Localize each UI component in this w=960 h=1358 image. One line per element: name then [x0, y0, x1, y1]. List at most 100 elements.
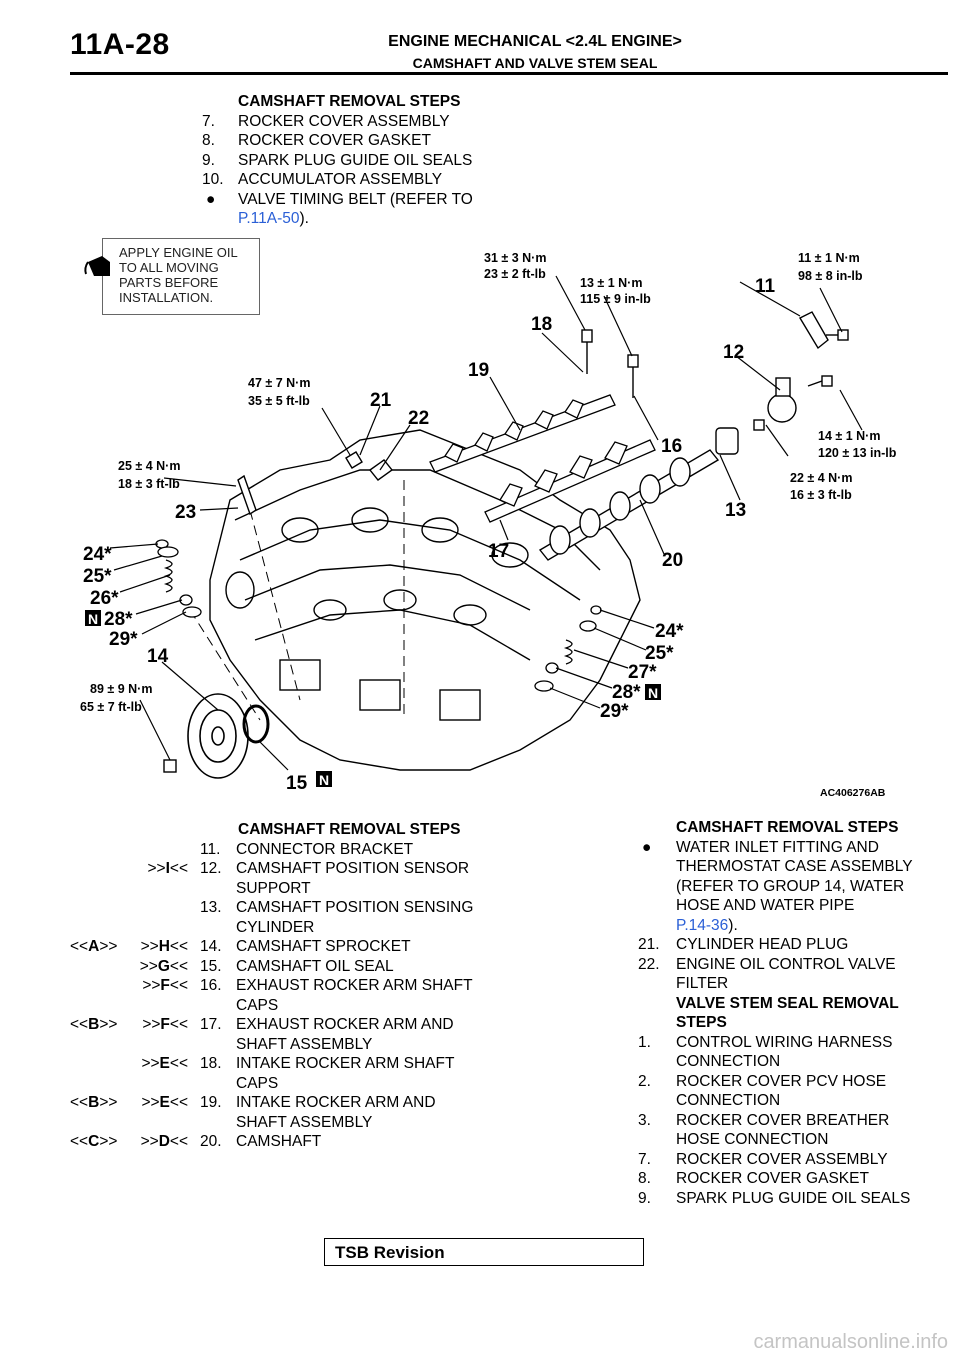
- top-steps: CAMSHAFT REMOVAL STEPS 7.ROCKER COVER AS…: [202, 92, 502, 229]
- torque-value: 13 ± 1 N·m: [580, 276, 642, 290]
- step-text: INTAKE ROCKER ARM AND: [236, 1094, 436, 1111]
- header-rule: [70, 72, 948, 75]
- ref-removal: <<B>>: [70, 1094, 118, 1111]
- list-item: >>I<<12.CAMSHAFT POSITION SENSOR: [70, 859, 500, 879]
- part-label: 11: [755, 276, 776, 297]
- step-text: ROCKER COVER ASSEMBLY: [676, 1150, 888, 1168]
- part-label: 25*: [645, 643, 674, 664]
- ref-removal: [70, 898, 128, 918]
- torque-value: 18 ± 3 ft-lb: [118, 477, 180, 491]
- ref-install: >>E<<: [141, 1055, 188, 1072]
- list-item-cont: THERMOSTAT CASE ASSEMBLY: [676, 858, 913, 875]
- list-item: >>G<<15.CAMSHAFT OIL SEAL: [70, 957, 500, 977]
- list-item: ●VALVE TIMING BELT (REFER TO: [202, 190, 502, 210]
- list-item-cont: SUPPORT: [236, 879, 311, 897]
- ref-install: >>G<<: [139, 957, 188, 975]
- step-text: CAMSHAFT OIL SEAL: [236, 957, 394, 975]
- part-label: 21: [370, 390, 392, 411]
- step-text: CAMSHAFT POSITION SENSOR: [236, 860, 470, 877]
- step-text: ENGINE OIL CONTROL VALVE: [676, 955, 896, 973]
- ref-install: >>D<<: [140, 1133, 188, 1150]
- step-text: CAMSHAFT SPROCKET: [236, 938, 411, 955]
- list-item: ●WATER INLET FITTING AND: [638, 838, 938, 858]
- ref-removal: <<B>>: [70, 1016, 118, 1033]
- part-label: 25*: [83, 566, 112, 587]
- list-item: 3.ROCKER COVER BREATHER: [638, 1111, 890, 1129]
- torque-value: 23 ± 2 ft-lb: [484, 267, 546, 281]
- list-item: 8.ROCKER COVER GASKET: [638, 1170, 869, 1187]
- page-link[interactable]: P.11A-50: [238, 210, 300, 227]
- part-label: 16: [661, 436, 682, 457]
- part-label: 28*: [612, 682, 641, 703]
- part-label: 29*: [109, 629, 138, 650]
- tsb-revision-box: TSB Revision: [324, 1238, 644, 1266]
- list-item: <<B>>>>E<<19.INTAKE ROCKER ARM AND: [70, 1094, 436, 1111]
- torque-labels: 31 ± 3 N·m 23 ± 2 ft-lb 13 ± 1 N·m 115 ±…: [80, 251, 897, 714]
- part-label: 22: [408, 408, 429, 429]
- oil-can-icon: [84, 256, 110, 276]
- steps-heading: STEPS: [676, 1014, 727, 1031]
- list-item-cont: CONNECTION: [676, 1092, 781, 1109]
- page-code: 11A-28: [70, 28, 170, 61]
- step-text: CONTROL WIRING HARNESS: [676, 1033, 893, 1051]
- steps-heading: CAMSHAFT REMOVAL STEPS: [238, 821, 461, 838]
- list-item: 7.ROCKER COVER ASSEMBLY: [202, 112, 450, 130]
- torque-value: 31 ± 3 N·m: [484, 251, 546, 265]
- n-badge-icon: [85, 610, 101, 626]
- list-item: 2.ROCKER COVER PCV HOSE: [638, 1072, 887, 1090]
- list-item-cont: P.14-36).: [676, 916, 738, 934]
- part-label: 19: [468, 360, 489, 381]
- torque-value: 115 ± 9 in-lb: [580, 292, 651, 306]
- list-item-cont: HOSE AND WATER PIPE: [676, 897, 855, 914]
- torque-value: 22 ± 4 N·m: [790, 471, 852, 485]
- svg-text:N: N: [319, 772, 329, 788]
- ref-install: >>I<<: [147, 860, 188, 877]
- list-item: 7.ROCKER COVER ASSEMBLY: [638, 1150, 888, 1168]
- watermark: carmanualsonline.info: [753, 1331, 948, 1353]
- list-item-cont: CAPS: [236, 996, 279, 1014]
- list-item: <<C>>>>D<<20.CAMSHAFT: [70, 1133, 322, 1150]
- oil-filter-shape: [368, 459, 394, 481]
- step-text: CONNECTOR BRACKET: [236, 840, 414, 858]
- list-item: <<A>>>>H<<14.CAMSHAFT SPROCKET: [70, 938, 411, 955]
- bullet-icon: ●: [206, 190, 216, 208]
- part-label: 18: [531, 314, 552, 335]
- ref-removal: <<C>>: [70, 1133, 118, 1150]
- torque-value: 35 ± 5 ft-lb: [248, 394, 310, 408]
- torque-value: 25 ± 4 N·m: [118, 459, 180, 473]
- list-item-cont: CAPS: [236, 1074, 279, 1092]
- ref-removal: [70, 1054, 128, 1074]
- step-text: ROCKER COVER BREATHER: [676, 1111, 890, 1129]
- list-item: 9.SPARK PLUG GUIDE OIL SEALS: [202, 151, 473, 169]
- list-item-cont: P.11A-50).: [238, 210, 309, 227]
- part-label: 15: [286, 773, 308, 794]
- list-item: 13.CAMSHAFT POSITION SENSING: [70, 898, 500, 918]
- part-labels: 18 11 12 19 21 22 16 13 23 17 20 24* 25*…: [83, 276, 776, 794]
- camshaft-sprocket-shape: [187, 693, 249, 779]
- list-item: <<B>>>>F<<17.EXHAUST ROCKER ARM AND: [70, 1016, 454, 1033]
- exploded-view-diagram: 31 ± 3 N·m 23 ± 2 ft-lb 13 ± 1 N·m 115 ±…: [80, 251, 897, 799]
- leader-lines: [109, 275, 863, 771]
- valve-spring-right: [534, 605, 602, 692]
- page-link[interactable]: P.14-36: [676, 916, 729, 934]
- list-item: 10.ACCUMULATOR ASSEMBLY: [202, 171, 443, 188]
- list-item-cont: FILTER: [676, 975, 729, 992]
- ref-install: >>F<<: [142, 977, 188, 994]
- camshaft-oil-seal-shape: [242, 704, 270, 744]
- steps-heading: CAMSHAFT REMOVAL STEPS: [676, 819, 899, 836]
- part-label: 26*: [90, 588, 119, 609]
- figure-code: AC406276AB: [820, 787, 886, 799]
- camshaft-removal-steps: CAMSHAFT REMOVAL STEPS 11. CONNECTOR BRA…: [70, 820, 500, 1152]
- part-label: 13: [725, 500, 746, 521]
- bullet-icon: ●: [642, 838, 652, 856]
- list-item-cont: (REFER TO GROUP 14, WATER: [676, 877, 905, 895]
- connector-bracket-shape: [799, 311, 829, 350]
- torque-value: 11 ± 1 N·m: [798, 251, 860, 265]
- part-label: 12: [723, 342, 744, 363]
- torque-value: 16 ± 3 ft-lb: [790, 488, 852, 502]
- ref-removal: <<A>>: [70, 938, 118, 955]
- section-subtitle: CAMSHAFT AND VALVE STEM SEAL: [412, 55, 658, 71]
- list-item: 21.CYLINDER HEAD PLUG: [638, 936, 849, 953]
- ref-install: [128, 898, 200, 918]
- torque-value: 120 ± 13 in-lb: [818, 446, 897, 460]
